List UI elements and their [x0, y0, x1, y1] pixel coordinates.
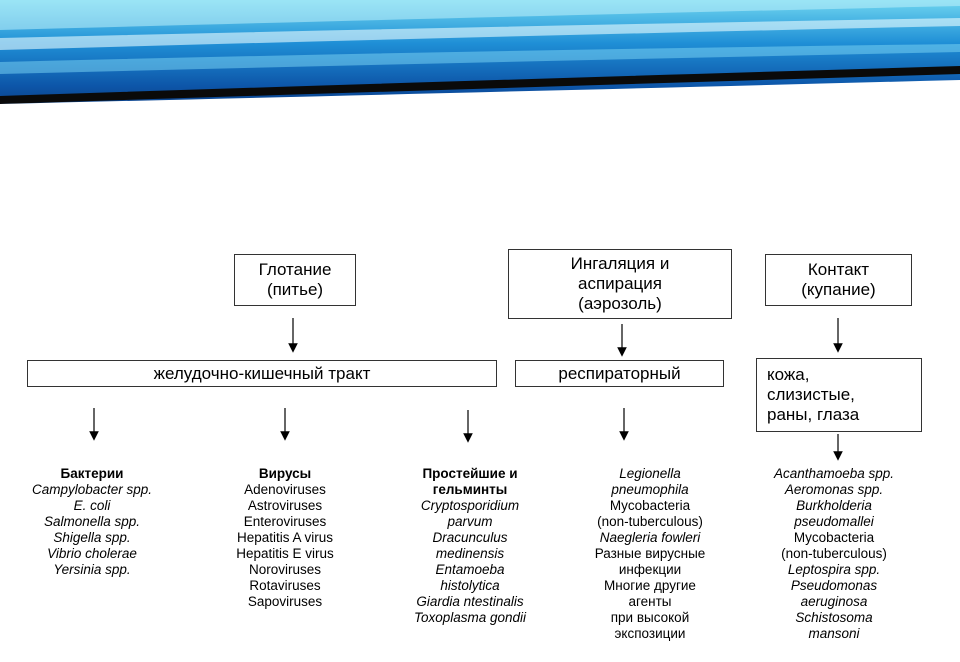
contact_agents-line: mansoni	[808, 626, 860, 641]
viruses-line: Enteroviruses	[243, 514, 327, 529]
route-box-inhalation: Ингаляция и аспирация (аэрозоль)	[508, 249, 732, 319]
respiratory-line: Legionella	[619, 466, 681, 481]
contact_agents-line: Aeromonas spp.	[784, 482, 884, 497]
bacteria-line: Yersinia spp.	[53, 562, 131, 577]
bacteria-line: Бактерии	[60, 466, 124, 481]
respiratory-line: pneumophila	[611, 482, 689, 497]
contact_agents-line: Acanthamoeba spp.	[773, 466, 895, 481]
contact_agents-line: Schistosoma	[795, 610, 873, 625]
respiratory-line: при высокой	[610, 610, 690, 625]
contact_agents-line: (non-tuberculous)	[781, 546, 887, 561]
respiratory-line: агенты	[628, 594, 672, 609]
contact_agents-line: Pseudomonas	[790, 578, 878, 593]
contact_agents-line: pseudomallei	[794, 514, 874, 529]
bacteria-line: Salmonella spp.	[43, 514, 141, 529]
header-banner	[0, 0, 960, 108]
viruses-line: Hepatitis E virus	[236, 546, 334, 561]
contact_agents-line: Leptospira spp.	[787, 562, 881, 577]
viruses-line: Adenoviruses	[244, 482, 326, 497]
banner-stripes	[0, 0, 960, 108]
protozoa-line: гельминты	[432, 482, 508, 497]
column-contact-agents: Acanthamoeba spp.Aeromonas spp.Burkholde…	[738, 466, 930, 642]
protozoa-line: Простейшие и	[422, 466, 518, 481]
respiratory-line: Многие другие	[604, 578, 696, 593]
respiratory-line: экспозиции	[614, 626, 686, 641]
respiratory-line: Naegleria fowleri	[599, 530, 701, 545]
route-box-ingestion: Глотание (питье)	[234, 254, 356, 306]
route-box-contact: Контакт (купание)	[765, 254, 912, 306]
protozoa-line: Toxoplasma gondii	[413, 610, 527, 625]
protozoa-line: histolytica	[440, 578, 500, 593]
bacteria-line: Shigella spp.	[53, 530, 131, 545]
protozoa-line: Giardia ntestinalis	[416, 594, 524, 609]
respiratory-line: Разные вирусные	[594, 546, 706, 561]
viruses-line: Noroviruses	[248, 562, 322, 577]
protozoa-line: Cryptosporidium	[420, 498, 520, 513]
site-box-skin: кожа, слизистые, раны, глаза	[756, 358, 922, 432]
viruses-line: Вирусы	[258, 466, 312, 481]
respiratory-line: инфекции	[618, 562, 682, 577]
bacteria-line: Vibrio cholerae	[47, 546, 137, 561]
contact_agents-line: Burkholderia	[796, 498, 872, 513]
bacteria-line: E. coli	[73, 498, 111, 513]
viruses-line: Sapoviruses	[247, 594, 323, 609]
protozoa-line: Dracunculus	[432, 530, 508, 545]
bacteria-line: Campylobacter spp.	[31, 482, 153, 497]
protozoa-line: medinensis	[435, 546, 505, 561]
viruses-line: Hepatitis A virus	[236, 530, 334, 545]
respiratory-line: (non-tuberculous)	[597, 514, 703, 529]
contact_agents-line: Mycobacteria	[793, 530, 875, 545]
protozoa-line: parvum	[447, 514, 493, 529]
viruses-line: Rotaviruses	[249, 578, 321, 593]
contact_agents-line: aeruginosa	[800, 594, 868, 609]
viruses-line: Astroviruses	[247, 498, 323, 513]
site-box-respiratory: респираторный	[515, 360, 724, 387]
site-box-gi: желудочно-кишечный тракт	[27, 360, 497, 387]
protozoa-line: Entamoeba	[435, 562, 505, 577]
respiratory-line: Mycobacteria	[609, 498, 691, 513]
